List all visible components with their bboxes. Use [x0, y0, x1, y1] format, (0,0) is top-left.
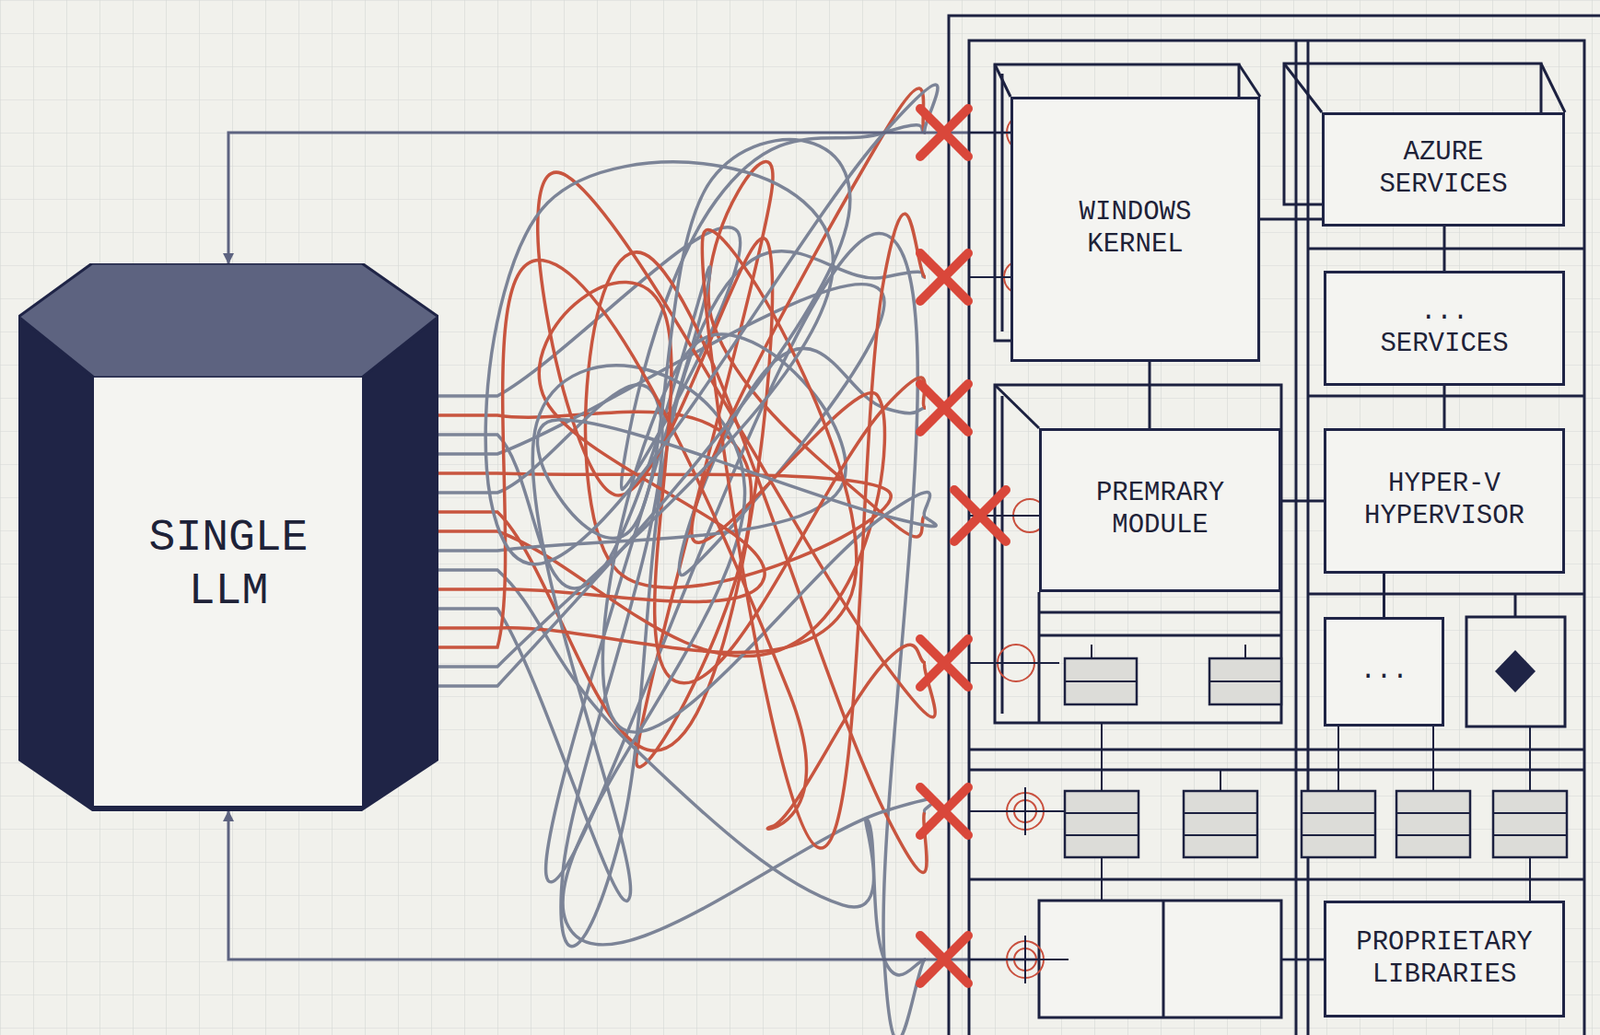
box-label: SINGLE LLM	[131, 512, 326, 619]
system-box: PREMRARY MODULE	[1039, 428, 1282, 593]
tangled-wire	[438, 172, 935, 751]
system-box: HYPER-V HYPERVISOR	[1323, 428, 1565, 574]
tangled-wire	[438, 84, 938, 667]
system-box: WINDOWS KERNEL	[1010, 96, 1261, 363]
connector	[1260, 218, 1322, 222]
box-label: PREMRARY MODULE	[1082, 478, 1239, 543]
connector	[1443, 385, 1447, 429]
tangled-wire	[438, 251, 926, 947]
tangled-wire	[438, 281, 926, 684]
system-box: ... SERVICES	[1323, 270, 1565, 386]
tangled-wire	[438, 125, 926, 491]
tangled-wire	[438, 365, 935, 946]
box-label: ...	[1359, 655, 1408, 689]
llm-block: SINGLE LLM	[18, 263, 439, 812]
system-box: ...	[1323, 617, 1445, 727]
box-label: HYPER-V HYPERVISOR	[1354, 468, 1535, 534]
tangled-wire	[438, 213, 926, 849]
system-box: PROPRIETARY LIBRARIES	[1323, 900, 1565, 1018]
connector	[1281, 500, 1324, 503]
box-label: WINDOWS KERNEL	[1062, 197, 1210, 262]
box-label: ... SERVICES	[1370, 296, 1519, 362]
tangled-wire	[438, 162, 926, 768]
tangled-wire	[438, 252, 927, 874]
tangled-wire	[438, 259, 926, 830]
connector	[228, 132, 1011, 264]
connector	[1148, 362, 1152, 429]
system-box: AZURE SERVICES	[1321, 112, 1565, 227]
tangled-wire	[438, 140, 936, 687]
box-label: PROPRIETARY LIBRARIES	[1338, 927, 1551, 993]
box-label: AZURE SERVICES	[1369, 137, 1518, 202]
